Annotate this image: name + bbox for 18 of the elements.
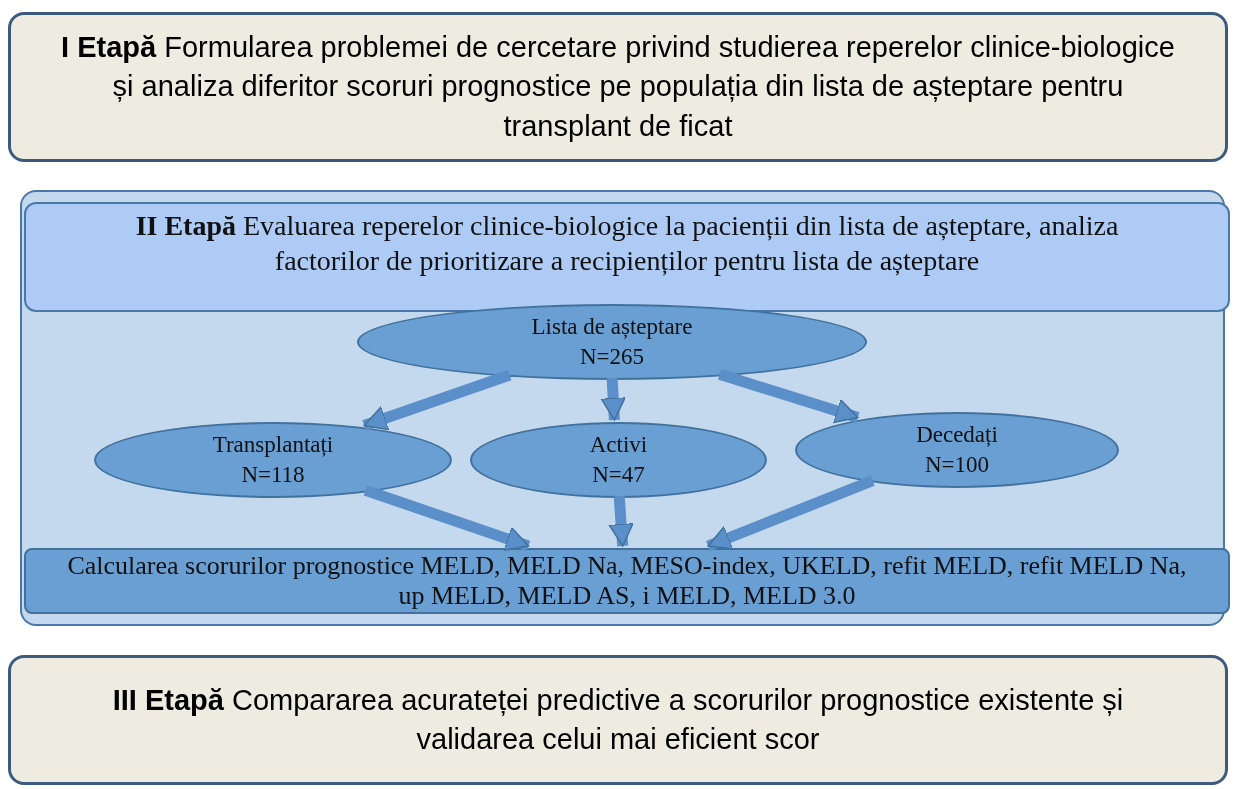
node-text: Transplantați N=118 [211,431,335,489]
block-arrow [362,369,512,431]
block-arrow [706,475,875,552]
node-text: I Etapă Formularea problemei de cercetare privind studierea reperelor clinice-biologice și analiza diferitor scoruri prognostice pe populația din lista de așteptare pentru transplant de ficat [60,30,1176,144]
stage-box [8,655,1228,785]
stage-header-box [24,202,1230,312]
block-arrow [600,377,626,421]
block-arrow [717,369,860,424]
calculation-box [24,548,1230,614]
node-text: III Etapă Compararea acurateței predictive a scorurilor prognostice existente și validarea celui mai eficient scor [111,682,1125,757]
node-text: Activi N=47 [588,431,649,489]
block-arrow [608,495,634,547]
node-text: Decedați N=100 [915,421,999,479]
node-text: II Etapă Evaluarea reperelor clinice-biologice la pacienții din lista de așteptare, analiza factorilor de prioritizare a recipienților pentru lista de așteptare [135,210,1119,276]
node-text: Lista de așteptare N=265 [530,313,694,371]
stage-box [8,12,1228,162]
block-arrow [363,485,531,552]
node-text: Calcularea scorurilor prognostice MELD, MELD Na, MESO-index, UKELD, refit MELD, refit MELD Na, up MELD, MELD AS, i MELD, MELD 3.0 [66,551,1188,611]
